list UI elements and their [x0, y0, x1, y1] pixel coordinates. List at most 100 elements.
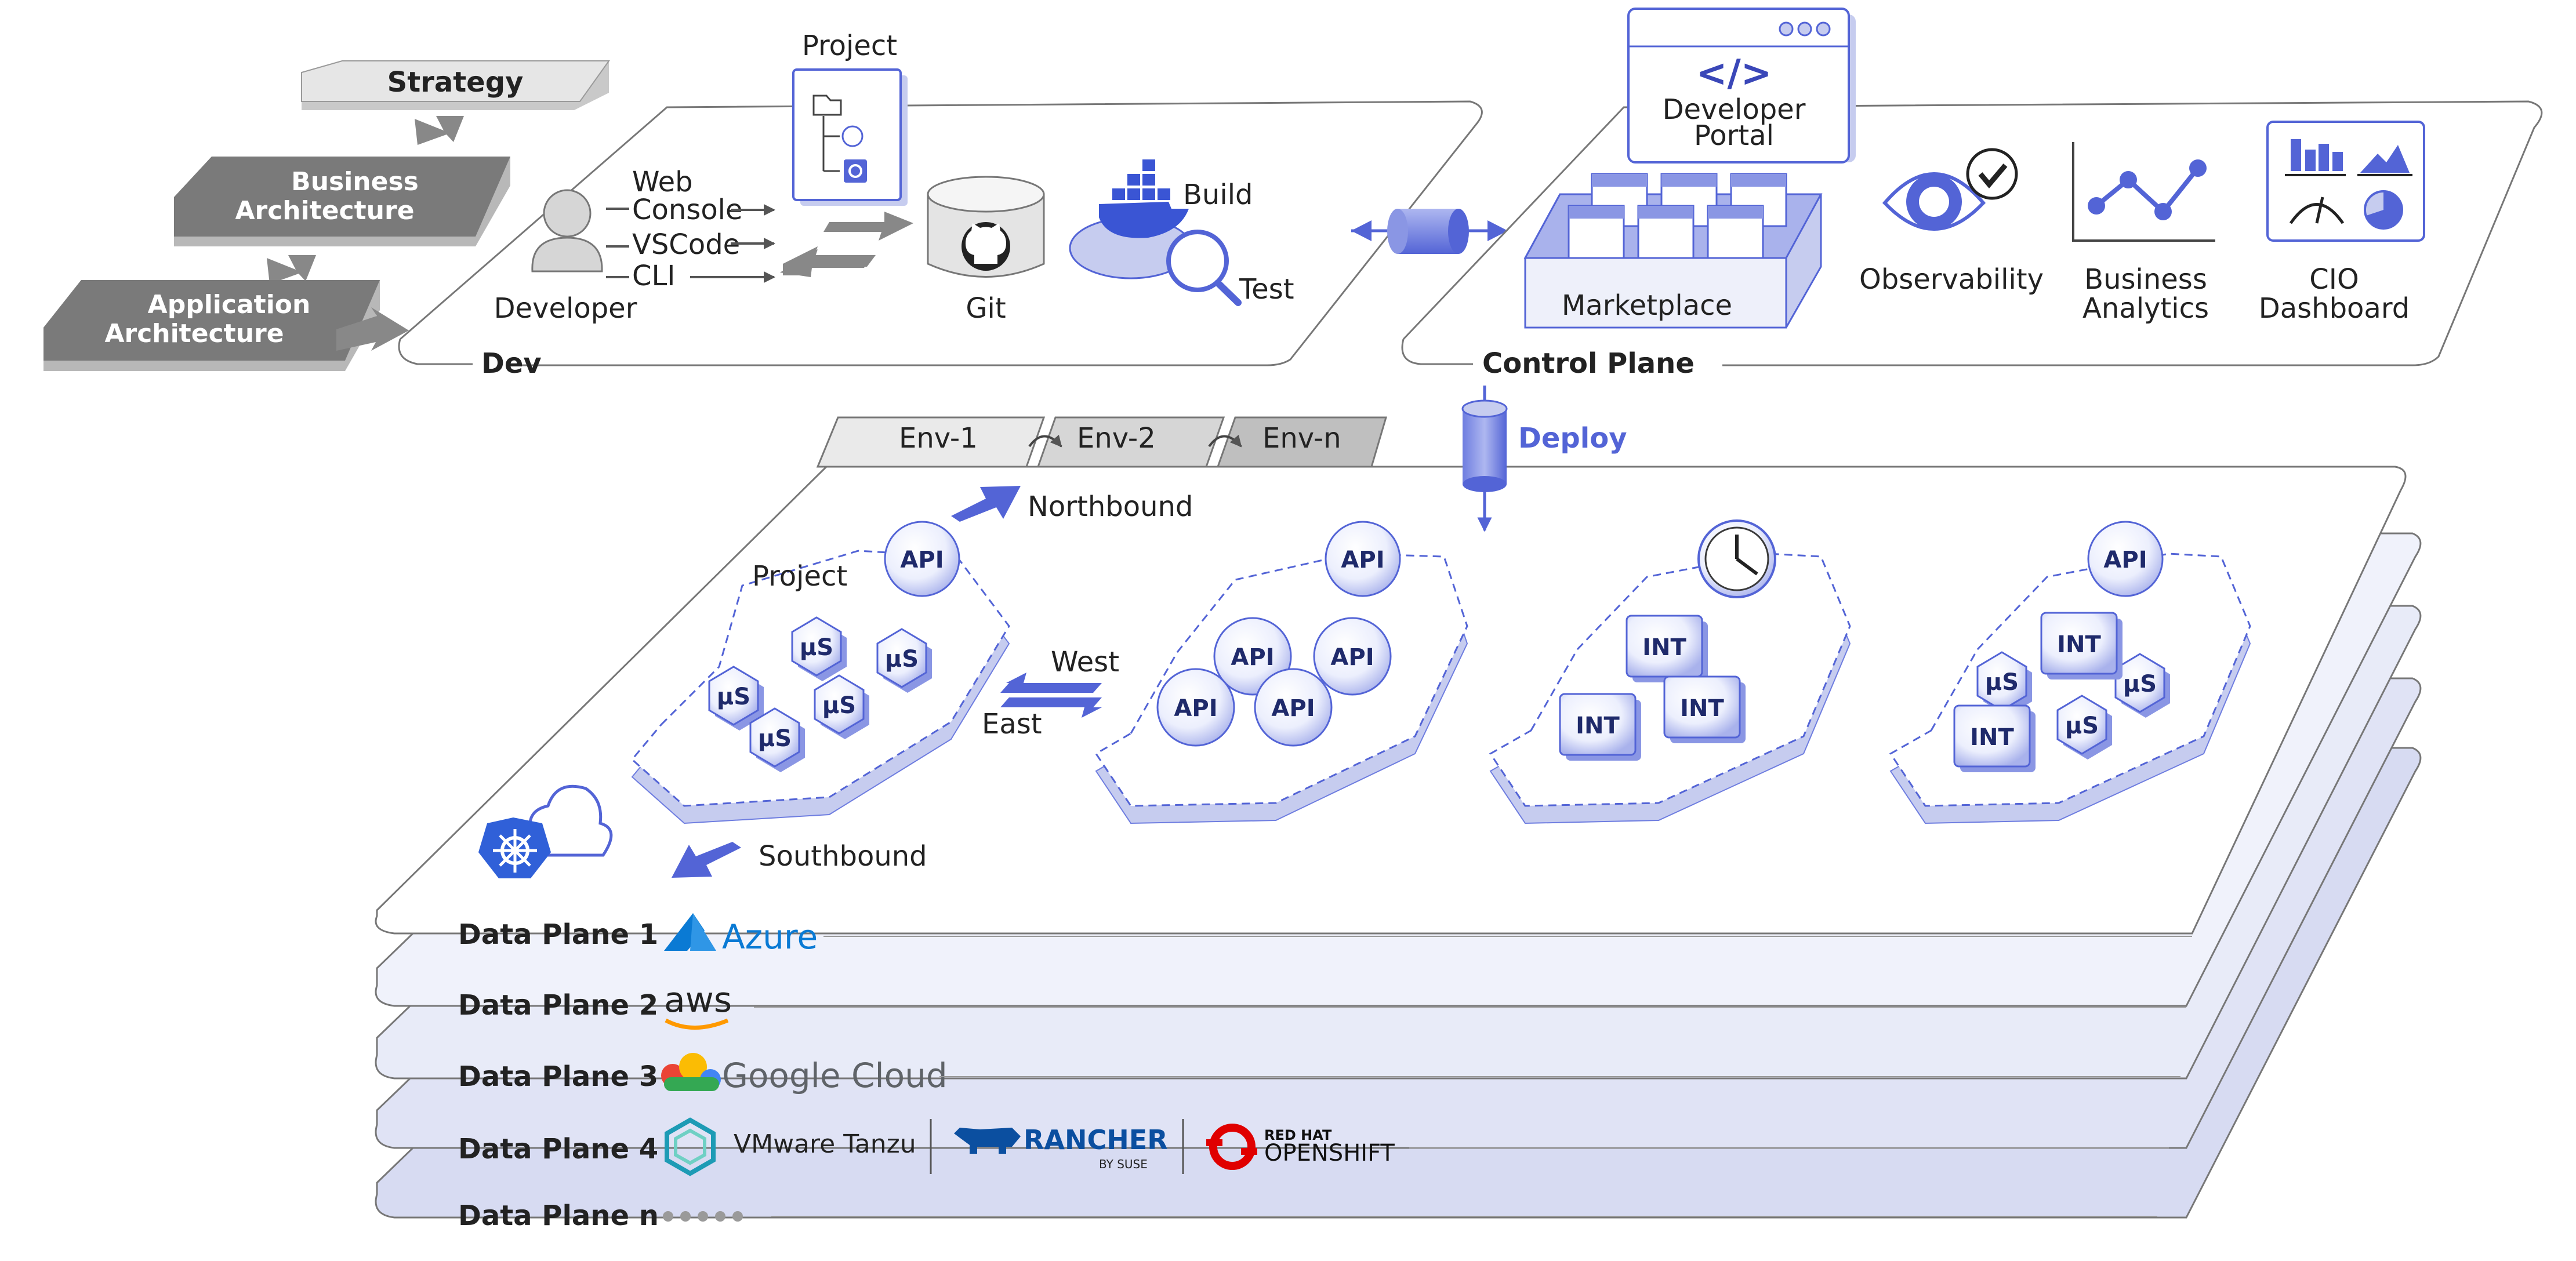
svg-text:API: API — [1231, 644, 1274, 671]
red-hat-text: RED HAT — [1264, 1127, 1332, 1143]
marketplace-label: Marketplace — [1562, 289, 1732, 322]
project-doc-label: Project — [802, 30, 897, 62]
svg-text:INT: INT — [1576, 713, 1620, 739]
svg-text:API: API — [900, 547, 944, 573]
docker-icon — [1099, 159, 1189, 238]
svg-text:API: API — [2103, 547, 2147, 573]
dev-plane: Dev — [398, 100, 1483, 380]
deploy-label: Deploy — [1518, 422, 1627, 455]
developer-tools: Web Console VSCode CLI — [606, 166, 775, 292]
northbound-arrow — [951, 486, 1021, 522]
business-analytics-line-1: Business — [2084, 263, 2207, 296]
azure-logo-text: Azure — [722, 917, 818, 957]
strategy-label: Strategy — [387, 66, 524, 99]
east-label: East — [982, 708, 1042, 740]
southbound-arrow — [672, 842, 741, 878]
developer-icon — [543, 189, 592, 238]
integration-node: INT — [1953, 704, 2036, 772]
data-plane-labels: Data Plane 1 Azure Data Plane 2 aws Data… — [458, 913, 2192, 1232]
svg-text:μS: μS — [822, 692, 856, 719]
aws-logo-text: aws — [664, 980, 732, 1020]
area-chart-icon — [2360, 145, 2410, 173]
bar-chart-icon — [2291, 139, 2343, 171]
data-plane-n-label: Data Plane n — [458, 1200, 659, 1232]
env-1-tab[interactable] — [816, 416, 1046, 468]
svg-text:μS: μS — [885, 646, 919, 673]
env-2-label: Env-2 — [1077, 422, 1156, 455]
rancher-text: RANCHER — [1024, 1124, 1168, 1155]
svg-text:μS: μS — [758, 725, 792, 752]
api-node: API — [2087, 521, 2164, 597]
developer-label: Developer — [494, 292, 637, 325]
data-plane-3-label: Data Plane 3 — [458, 1060, 658, 1093]
svg-text:API: API — [1174, 695, 1217, 722]
svg-text:INT: INT — [1642, 634, 1686, 661]
integration-node: INT — [1559, 693, 1641, 761]
api-node: API — [884, 521, 960, 597]
business-analytics-line-2: Analytics — [2082, 292, 2209, 325]
svg-text:μS: μS — [800, 634, 833, 661]
microservice-node: μS — [1976, 651, 2032, 716]
magnifier-icon — [1166, 230, 1242, 306]
west-label: West — [1051, 646, 1119, 678]
traffic-indicators: Northbound Southbound West East — [672, 486, 1193, 878]
openshift-text: OPENSHIFT — [1264, 1140, 1395, 1166]
control-plane-label: Control Plane — [1482, 347, 1695, 380]
control-plane: Control Plane — [1401, 100, 2543, 380]
microservice-node: μS — [876, 628, 932, 693]
cio-dashboard-line-1: CIO — [2309, 263, 2359, 296]
svg-text:API: API — [1271, 695, 1315, 722]
azure-logo: Azure — [664, 913, 818, 957]
rancher-logo: RANCHER BY SUSE — [954, 1124, 1168, 1171]
cli-label: CLI — [632, 260, 675, 292]
dev-plane-label: Dev — [481, 347, 542, 380]
northbound-label: Northbound — [1028, 490, 1193, 523]
check-icon — [1978, 163, 2008, 188]
developer-portal: </> Developer Portal — [1627, 8, 1856, 163]
integration-node: INT — [1626, 615, 1708, 682]
svg-text:μS: μS — [1985, 669, 2019, 696]
svg-text:INT: INT — [1970, 724, 2014, 751]
google-cloud-logo-text: Google Cloud — [722, 1056, 948, 1095]
microservice-node: μS — [814, 674, 869, 739]
more-dots — [663, 1211, 743, 1222]
svg-text:INT: INT — [1680, 695, 1724, 722]
clock-icon — [1697, 519, 1776, 598]
test-label: Test — [1239, 273, 1294, 306]
git-repository: Git — [927, 176, 1045, 325]
microservice-node: μS — [708, 666, 764, 731]
environment-tabs: Env-1 Env-2 Env-n — [816, 416, 1388, 468]
microservice-node: μS — [2056, 695, 2112, 759]
integration-node: INT — [2040, 612, 2123, 679]
business-architecture-line-1: Business — [291, 167, 419, 197]
env-n-label: Env-n — [1262, 422, 1341, 455]
env-n-tab[interactable] — [1216, 416, 1388, 468]
web-console-line-1: Web — [632, 166, 693, 198]
svg-text:API: API — [1341, 547, 1384, 573]
settings-gear-icon — [844, 159, 867, 183]
rancher-suse-text: BY SUSE — [1099, 1157, 1148, 1171]
cio-dashboard-line-2: Dashboard — [2259, 292, 2410, 325]
observability: Observability — [1859, 148, 2044, 296]
env-1-label: Env-1 — [899, 422, 978, 455]
api-node: API — [1313, 617, 1392, 696]
svg-text:INT: INT — [2057, 631, 2101, 658]
business-analytics: Business Analytics — [2072, 142, 2215, 325]
env-2-tab[interactable] — [1036, 416, 1225, 468]
application-architecture-line-2: Architecture — [104, 319, 284, 348]
microservice-node: μS — [791, 616, 847, 681]
plane-connector — [1351, 209, 1508, 254]
developer: Developer — [494, 189, 637, 325]
developer-portal-line-1: Developer — [1663, 93, 1806, 126]
kubernetes-cloud-icon — [478, 784, 613, 878]
integration-node: INT — [1663, 675, 1746, 743]
svg-text:API: API — [1330, 644, 1374, 671]
data-plane-2-label: Data Plane 2 — [458, 989, 658, 1022]
developer-portal-line-2: Portal — [1694, 119, 1774, 152]
microservice-nodes: μS μS μS μS μS μS μS μS — [708, 616, 2170, 772]
project-document: Project — [792, 30, 908, 206]
api-node: API — [1156, 668, 1235, 747]
folder-icon — [812, 95, 842, 116]
observability-label: Observability — [1859, 263, 2044, 296]
